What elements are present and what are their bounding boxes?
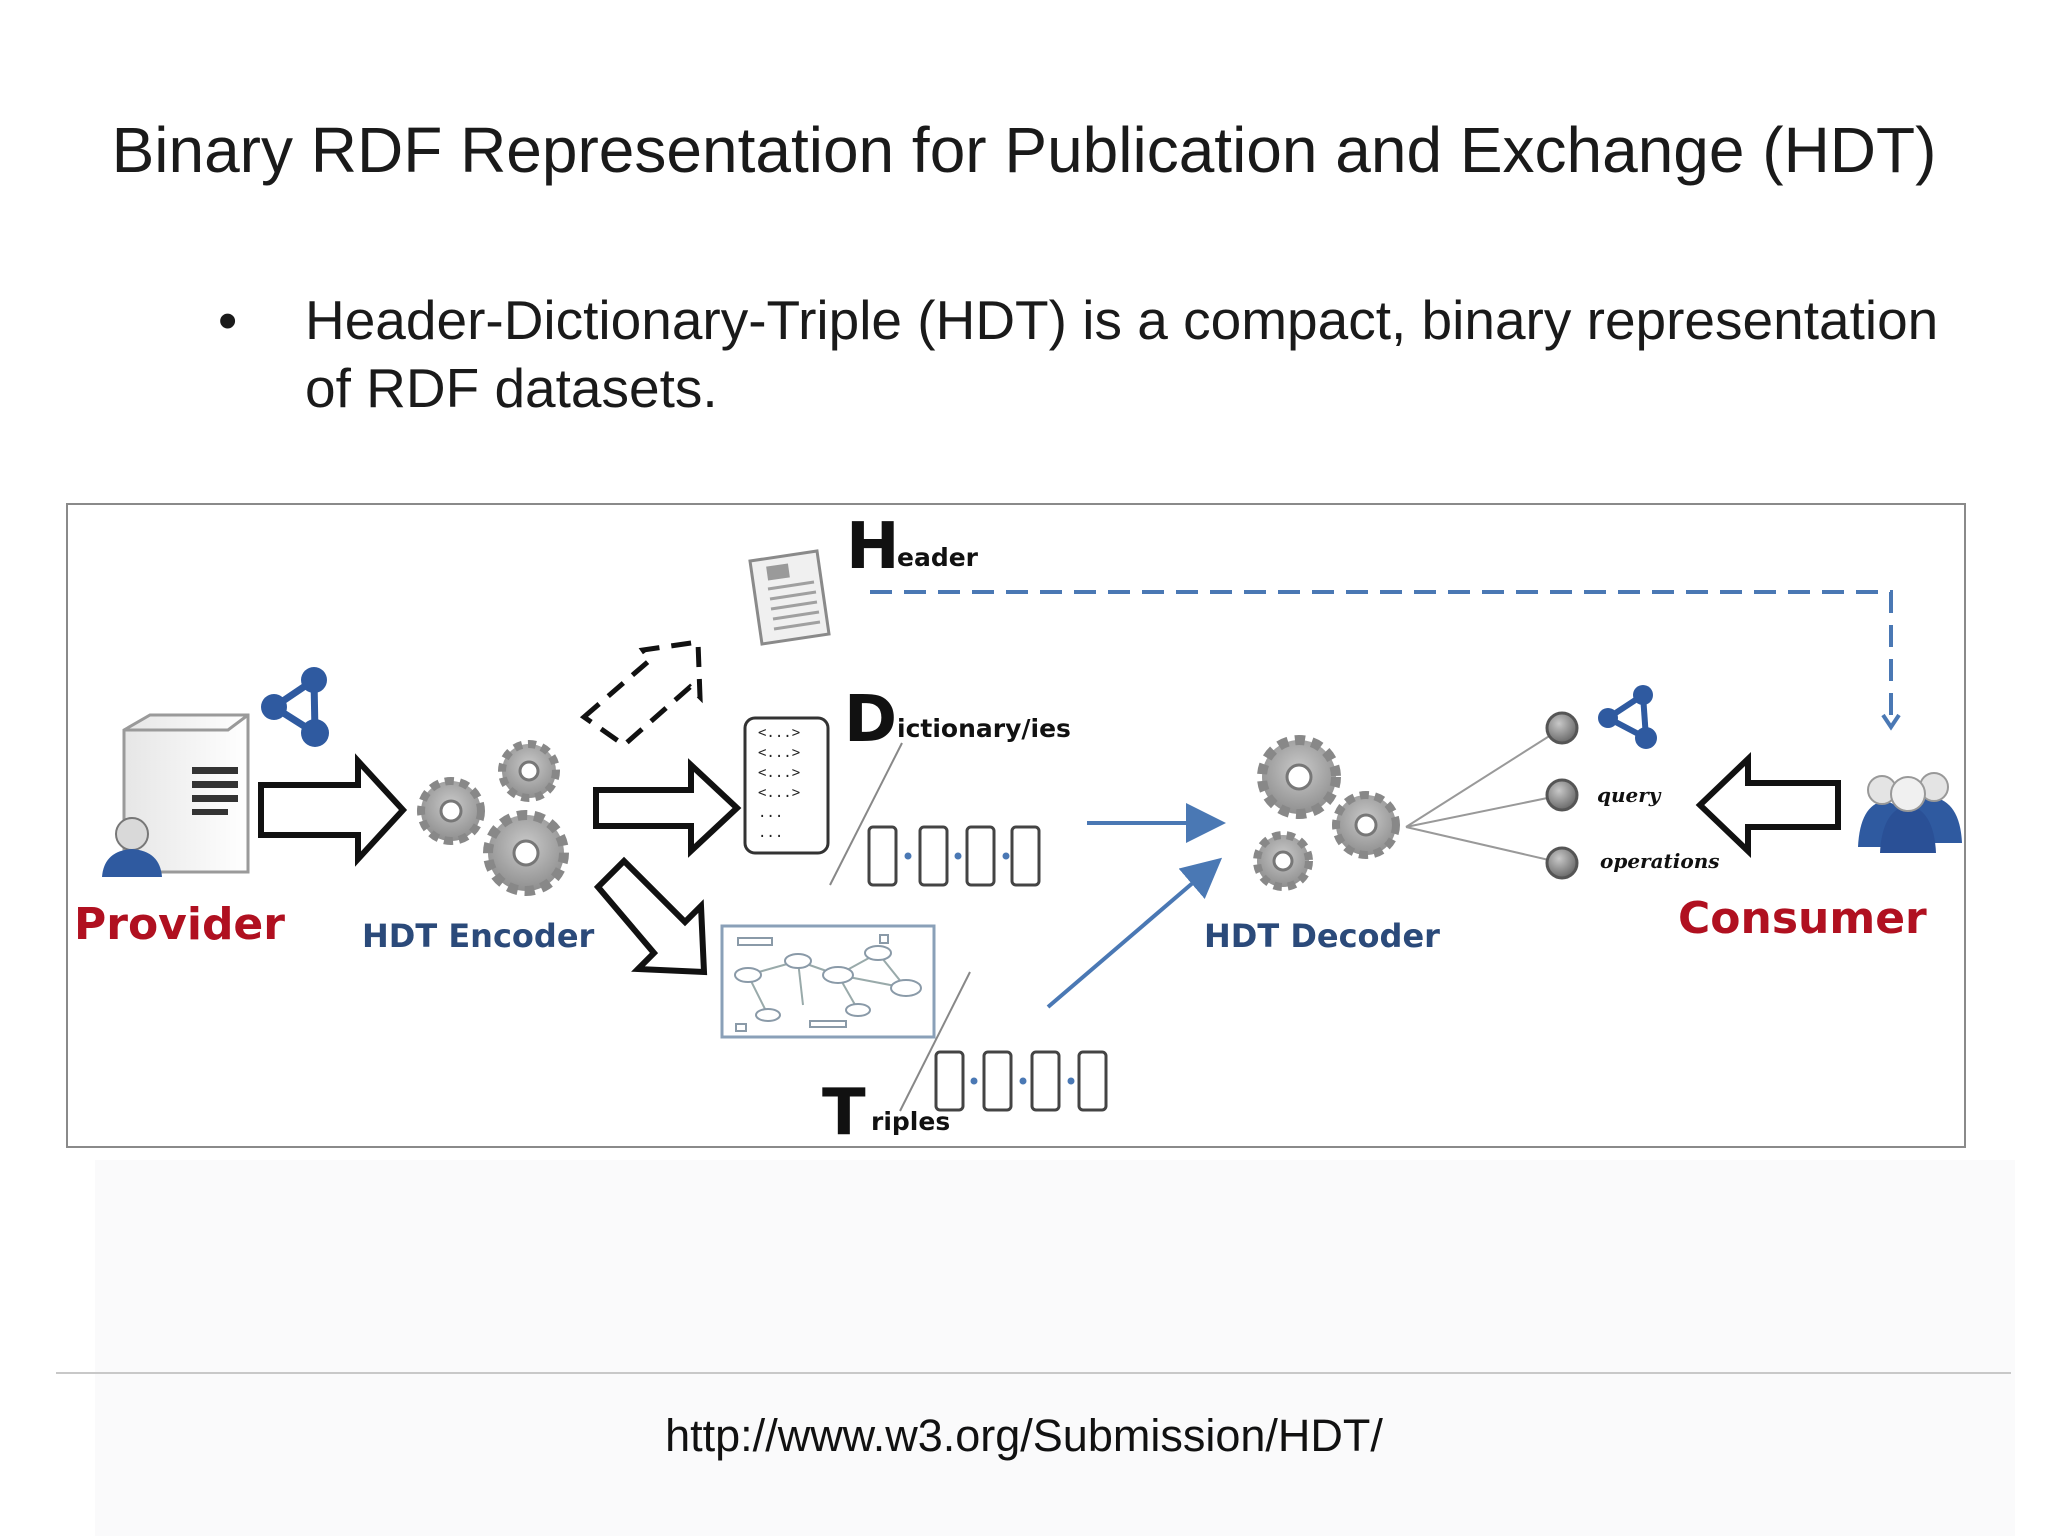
dictionary-bitstream (867, 825, 1041, 887)
dict-line: ... (758, 825, 783, 841)
header-to-consumer-dashed-link (870, 590, 1893, 723)
consumer-group-icon (1858, 772, 1962, 853)
dictionary-label: ictionary/ies (897, 714, 1071, 743)
encoder-to-header-dashed-arrow (579, 639, 703, 749)
output-node-rdf (1545, 711, 1579, 745)
user-icon (102, 817, 162, 877)
bullet-line-1: Header-Dictionary-Triple (HDT) is a comp… (305, 289, 1939, 351)
server-icon (122, 713, 250, 874)
slide-title: Binary RDF Representation for Publicatio… (111, 114, 1937, 186)
header-label: eader (897, 543, 979, 572)
triples-bitstream (934, 1050, 1108, 1112)
dict-line: <...> (758, 725, 800, 741)
bullet-text: Header-Dictionary-Triple (HDT) is a comp… (305, 286, 2025, 422)
hdt-diagram-svg: Provider HDT Encoder H eader (74, 510, 1962, 1146)
dict-line: ... (758, 805, 783, 821)
encoder-to-dictionary-arrow (593, 758, 742, 858)
rdf-graph-icon (261, 667, 329, 747)
dictionary-separator (829, 742, 903, 886)
provider-to-encoder-arrow (258, 753, 408, 867)
decoder-fanout-lines (1405, 727, 1563, 864)
hdt-diagram: Provider HDT Encoder H eader (66, 503, 1966, 1148)
bullet-line-2: of RDF datasets. (305, 357, 718, 419)
hdt-encoder-label: HDT Encoder (362, 917, 595, 955)
header-document-icon (748, 549, 831, 646)
triples-label: riples (871, 1107, 950, 1136)
dict-line: <...> (758, 745, 800, 761)
encoder-to-triples-arrow (593, 856, 708, 976)
triples-graph-thumbnail (720, 924, 936, 1039)
provider-label: Provider (74, 899, 285, 950)
output-node-operations (1545, 846, 1579, 880)
decoder-gears-icon (1253, 735, 1400, 891)
consumer-to-decoder-arrow (1695, 751, 1841, 859)
operations-label: operations (1600, 849, 1720, 873)
dict-line: <...> (758, 765, 800, 781)
dictionary-initial: D (844, 683, 897, 757)
dictionary-document: <...> <...> <...> <...> ... ... (743, 716, 830, 855)
output-node-query (1545, 778, 1579, 812)
header-initial: H (846, 510, 900, 584)
consumer-rdf-graph-icon (1598, 685, 1657, 749)
consumer-label: Consumer (1678, 893, 1927, 944)
encoder-gears-icon (417, 740, 569, 896)
triples-to-decoder-arrow (1046, 857, 1223, 1009)
bullet-marker: • (218, 289, 238, 351)
hdt-decoder-label: HDT Decoder (1204, 917, 1440, 955)
slide-lower-background (95, 1160, 2015, 1536)
footer-url: http://www.w3.org/Submission/HDT/ (665, 1410, 1383, 1461)
triples-separator (899, 971, 971, 1112)
footer-divider (56, 1372, 2011, 1374)
triples-initial: T (822, 1076, 866, 1146)
header-link-arrowhead (1881, 713, 1901, 731)
query-label: query (1597, 783, 1662, 807)
dict-line: <...> (758, 785, 800, 801)
